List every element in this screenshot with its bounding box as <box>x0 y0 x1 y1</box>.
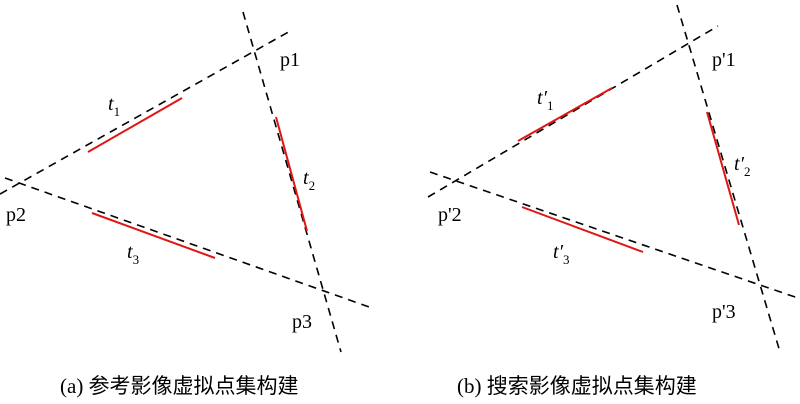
point-label-p1-prime: p'1 <box>712 49 736 71</box>
segment-label-t1-prime: t′1 <box>537 87 553 113</box>
point-label-p3: p3 <box>292 311 312 333</box>
segment-t3 <box>91 212 216 259</box>
left-line-p1-p3 <box>242 11 342 353</box>
segment-t2-prime <box>706 111 740 226</box>
point-label-p3-prime: p'3 <box>712 301 736 323</box>
segment-label-t1: t1 <box>108 93 120 119</box>
right-line-p2-p3 <box>429 171 799 299</box>
right-diagram: p'1 p'2 p'3 t′1 t′2 t′3 <box>427 4 799 353</box>
point-label-p2: p2 <box>6 204 26 226</box>
segment-label-t3: t3 <box>127 241 139 267</box>
point-label-p2-prime: p'2 <box>438 204 462 226</box>
caption-left: (a) 参考影像虚拟点集构建 <box>60 374 299 398</box>
segment-label-t3-prime: t′3 <box>553 241 569 267</box>
right-line-p1-p3 <box>676 4 781 353</box>
segment-label-t2: t2 <box>303 167 315 193</box>
segment-t3-prime <box>521 206 644 253</box>
caption-right: (b) 搜索影像虚拟点集构建 <box>457 374 697 398</box>
left-line-p2-p3 <box>4 177 373 309</box>
segment-label-t2-prime: t′2 <box>734 153 750 179</box>
right-line-p2-p1 <box>427 25 719 198</box>
left-line-p2-p1 <box>0 29 293 195</box>
point-label-p1: p1 <box>280 49 300 71</box>
segment-t2 <box>275 116 308 232</box>
left-diagram: p1 p2 p3 t1 t2 t3 <box>0 11 373 353</box>
segment-t1 <box>87 97 183 153</box>
segment-t1-prime <box>517 87 613 142</box>
